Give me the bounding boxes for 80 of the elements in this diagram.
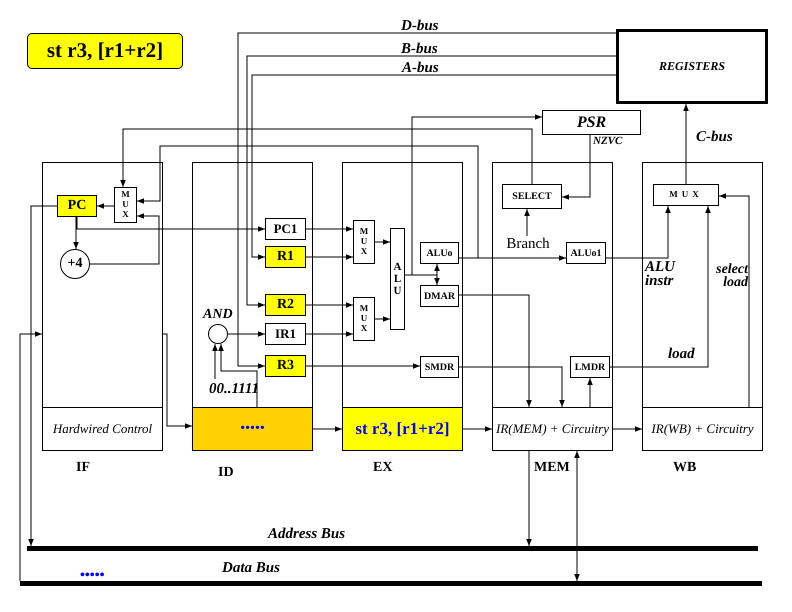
edge-label: C-bus	[696, 130, 733, 145]
register-box: ALUo1	[566, 242, 606, 264]
register-box: ALUo	[420, 242, 459, 264]
signal-label: ALU instr	[645, 260, 676, 288]
stage-label: ID	[218, 465, 234, 480]
select-box: SELECT	[502, 184, 562, 209]
register-box: R1	[265, 246, 306, 268]
arrow	[246, 56, 616, 308]
arrow	[458, 294, 532, 408]
arrow	[374, 316, 390, 322]
arrow	[162, 334, 192, 429]
arrow	[458, 366, 565, 408]
arrow	[526, 450, 532, 546]
arrow	[212, 344, 218, 380]
multiplexer-box: MUX	[114, 187, 137, 223]
register-file-box: REGISTERS	[616, 29, 768, 104]
register-box: SMDR	[420, 356, 459, 378]
gate-label: AND	[203, 308, 233, 322]
arrow	[610, 206, 711, 368]
signal-label: load	[668, 347, 695, 362]
register-box: PC	[57, 195, 97, 217]
arrow	[524, 208, 530, 236]
arrow	[136, 146, 478, 258]
adder-circle: +4	[60, 249, 90, 279]
arrow	[28, 206, 58, 546]
register-box: PC1	[265, 218, 306, 240]
arrow	[120, 128, 532, 188]
arrow	[312, 426, 342, 432]
instruction-box: st r3, [r1+r2]	[27, 33, 183, 69]
arrow	[306, 226, 354, 232]
bus-label: Data Bus	[222, 561, 280, 576]
arrow	[562, 134, 590, 200]
arrow	[90, 213, 160, 264]
arrow	[458, 255, 566, 261]
arrow	[228, 331, 266, 337]
stage-label: IF	[76, 460, 90, 476]
arrow	[20, 331, 42, 582]
arrow	[683, 104, 689, 184]
arrow	[218, 344, 258, 408]
arrow	[306, 363, 420, 369]
arrow	[718, 193, 750, 408]
control-box: •••••	[192, 407, 313, 451]
register-box: LMDR	[570, 356, 610, 378]
status-register-box: PSR	[542, 110, 641, 135]
register-box: R3	[265, 355, 306, 377]
arrow	[306, 331, 354, 337]
register-box: DMAR	[420, 285, 459, 307]
control-box: st r3, [r1+r2]	[342, 407, 463, 451]
arrow	[252, 74, 616, 260]
arrow	[462, 426, 492, 432]
arrow	[76, 216, 266, 232]
multiplexer-box: MUX	[653, 184, 719, 206]
arrow	[587, 378, 593, 408]
dots-label: •••••	[80, 569, 105, 582]
bus-label: Address Bus	[268, 527, 346, 542]
alu-box: ALU	[390, 228, 405, 330]
edge-label: B-bus	[401, 42, 438, 57]
arrow	[574, 450, 580, 582]
stage-label: EX	[373, 460, 392, 476]
edge-label: NZVC	[593, 136, 622, 147]
signal-label: Branch	[500, 236, 556, 253]
multiplexer-box: MUX	[353, 297, 375, 341]
stage-label: MEM	[534, 460, 570, 476]
arrow	[306, 302, 354, 308]
arrow	[606, 206, 671, 258]
arrow	[73, 216, 79, 250]
arrow	[374, 239, 390, 245]
arrow	[404, 274, 440, 286]
register-box: IR1	[265, 323, 306, 345]
constant-label: 00..1111	[196, 379, 272, 399]
register-box: R2	[265, 294, 306, 316]
arrow	[612, 426, 642, 432]
edge-label: D-bus	[401, 19, 439, 34]
multiplexer-box: MUX	[353, 220, 375, 264]
arrow	[96, 203, 114, 209]
stage-label: WB	[673, 460, 696, 476]
arrow	[306, 254, 354, 260]
signal-label: select load	[715, 263, 748, 290]
edge-label: A-bus	[402, 61, 439, 76]
arrow	[238, 32, 616, 369]
